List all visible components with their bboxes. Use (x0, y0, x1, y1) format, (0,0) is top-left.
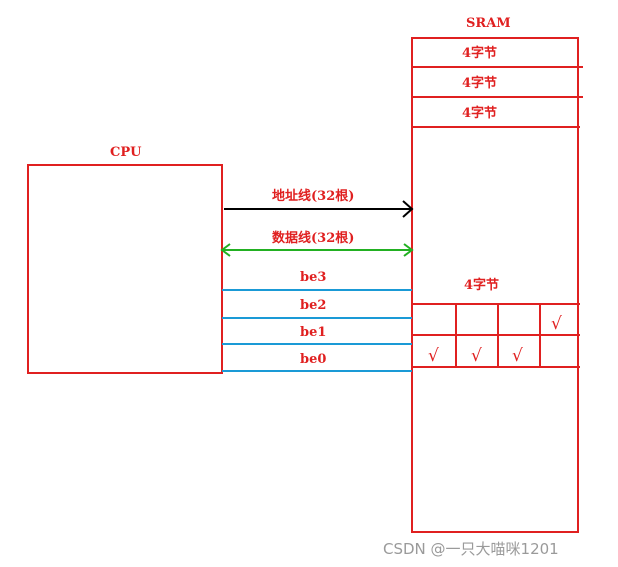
be2-label: be2 (300, 298, 326, 313)
sram-box (411, 37, 579, 533)
address-bus-arrowhead (402, 200, 414, 218)
address-bus-label: 地址线(32根) (272, 188, 354, 204)
sram-label: SRAM (466, 16, 511, 31)
sram-row-2-label: 4字节 (462, 75, 497, 91)
cpu-box (27, 164, 223, 374)
data-bus-right-arrowhead (403, 243, 414, 257)
check-mark-lower-byte0: √ (428, 346, 439, 366)
data-bus-left-arrowhead (220, 243, 231, 257)
sram-row-1-label: 4字节 (462, 45, 497, 61)
sram-row-3-label: 4字节 (462, 105, 497, 121)
be3-label: be3 (300, 270, 326, 285)
be0-label: be0 (300, 352, 326, 367)
be1-label: be1 (300, 325, 326, 340)
byte-block-label: 4字节 (464, 277, 499, 293)
cpu-label: CPU (110, 145, 142, 160)
data-bus-label: 数据线(32根) (272, 230, 354, 246)
watermark-text: CSDN @一只大喵咪1201 (383, 540, 559, 558)
check-mark-lower-byte1: √ (471, 346, 482, 366)
check-mark-upper-byte3: √ (551, 314, 562, 334)
check-mark-lower-byte2: √ (512, 346, 523, 366)
